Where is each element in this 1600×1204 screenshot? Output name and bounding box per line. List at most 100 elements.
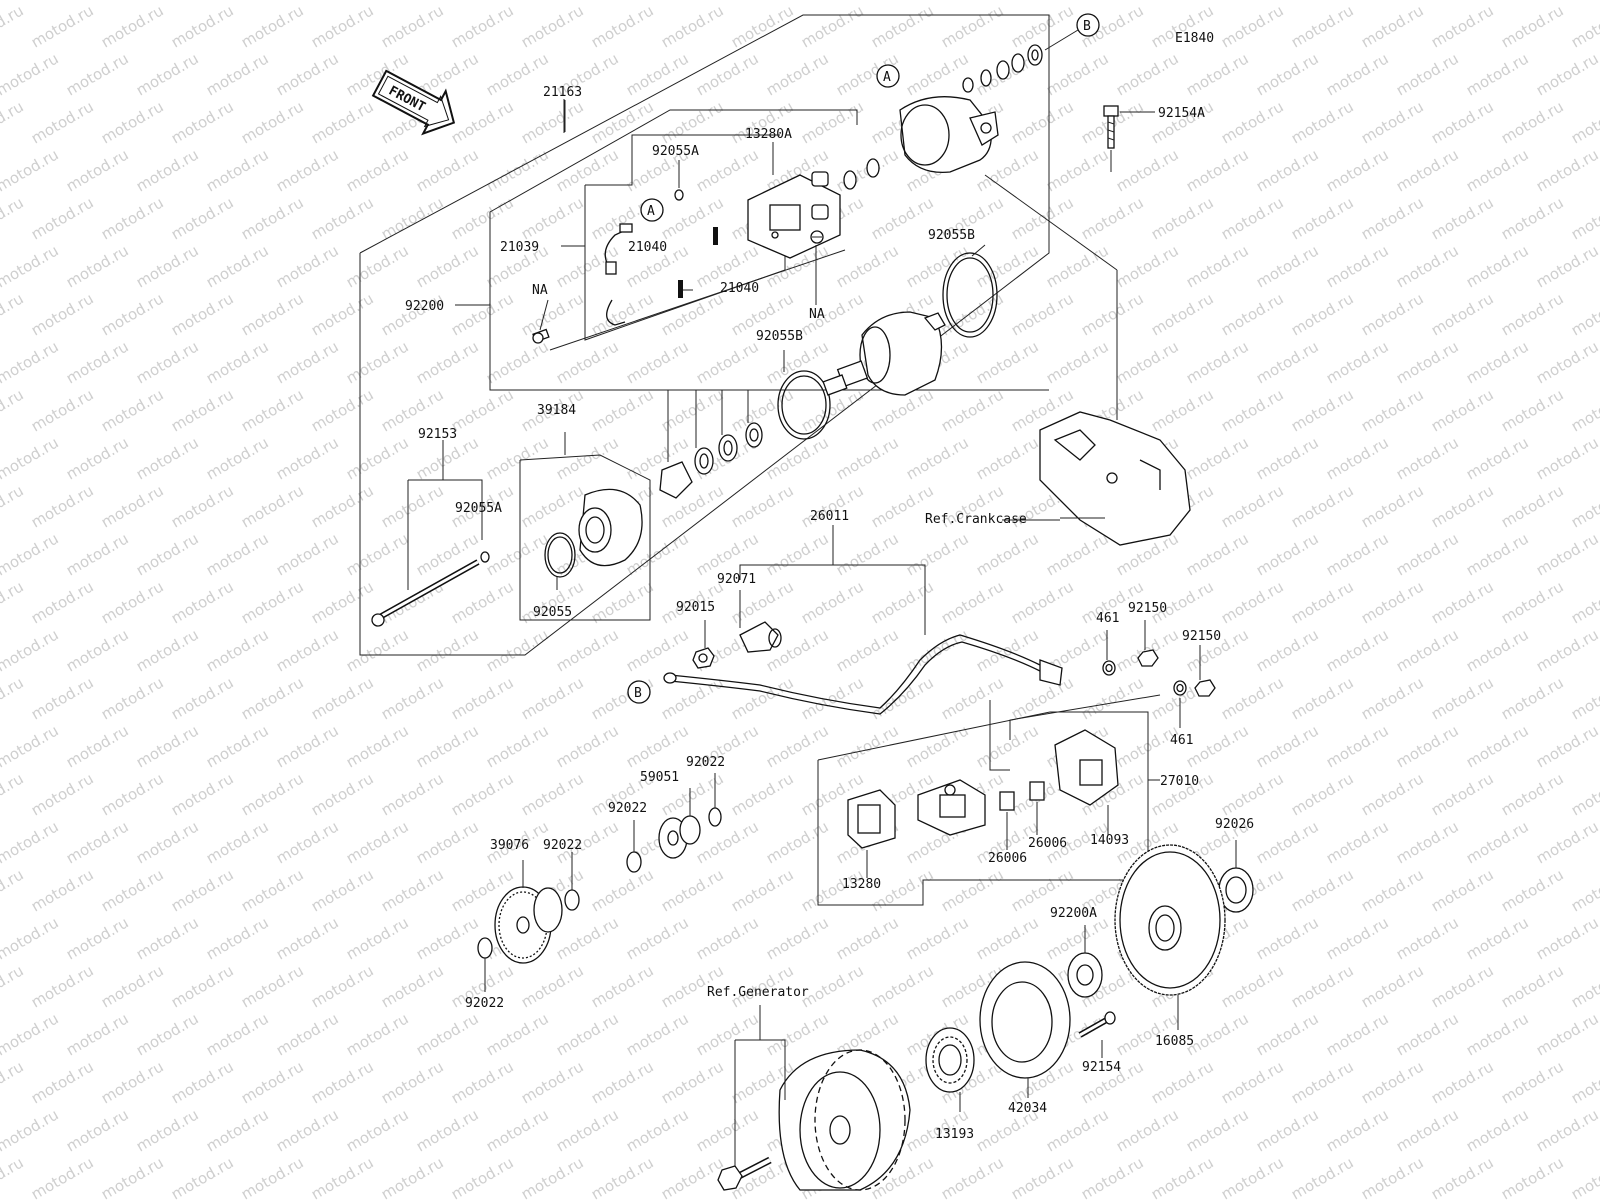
watermark-text: motod.ru bbox=[1568, 577, 1600, 627]
washer-461-b bbox=[1173, 680, 1187, 696]
watermark-text: motod.ru bbox=[133, 1009, 202, 1059]
label-21163: 21163 bbox=[543, 85, 582, 100]
watermark-text: motod.ru bbox=[1428, 1153, 1497, 1200]
watermark-text: motod.ru bbox=[1288, 1, 1357, 51]
watermark-text: motod.ru bbox=[1498, 481, 1567, 531]
watermark-text: motod.ru bbox=[343, 625, 412, 675]
washer-92022-c bbox=[564, 889, 580, 911]
label-92153: 92153 bbox=[418, 427, 457, 442]
watermark-text: motod.ru bbox=[98, 1153, 167, 1200]
watermark-text: motod.ru bbox=[1393, 49, 1462, 99]
watermark-text: motod.ru bbox=[1463, 49, 1532, 99]
watermark-text: motod.ru bbox=[238, 673, 307, 723]
washer-b bbox=[866, 158, 880, 178]
watermark-text: motod.ru bbox=[273, 145, 342, 195]
watermark-text: motod.ru bbox=[623, 913, 692, 963]
watermark-text: motod.ru bbox=[1008, 193, 1077, 243]
watermark-text: motod.ru bbox=[518, 1, 587, 51]
watermark-text: motod.ru bbox=[1323, 817, 1392, 867]
watermark-text: motod.ru bbox=[343, 529, 412, 579]
cover-14093 bbox=[1054, 729, 1119, 835]
watermark-text: motod.ru bbox=[98, 193, 167, 243]
watermark-text: motod.ru bbox=[98, 961, 167, 1011]
watermark-text: motod.ru bbox=[98, 577, 167, 627]
watermark-text: motod.ru bbox=[693, 145, 762, 195]
watermark-text: motod.ru bbox=[938, 385, 1007, 435]
watermark-text: motod.ru bbox=[833, 721, 902, 771]
watermark-text: motod.ru bbox=[938, 1, 1007, 51]
watermark-text: motod.ru bbox=[343, 1105, 412, 1155]
watermark-text: motod.ru bbox=[0, 577, 27, 627]
watermark-text: motod.ru bbox=[98, 289, 167, 339]
watermark-text: motod.ru bbox=[1253, 721, 1322, 771]
watermark-text: motod.ru bbox=[1043, 49, 1112, 99]
label-16085: 16085 bbox=[1155, 1034, 1194, 1049]
watermark-text: motod.ru bbox=[1533, 433, 1600, 483]
watermark-text: motod.ru bbox=[763, 913, 832, 963]
watermark-text: motod.ru bbox=[763, 49, 832, 99]
label-92022-c: 92022 bbox=[543, 838, 582, 853]
watermark-text: motod.ru bbox=[1428, 769, 1497, 819]
watermark-text: motod.ru bbox=[1288, 673, 1357, 723]
watermark-text: motod.ru bbox=[0, 97, 27, 147]
watermark-text: motod.ru bbox=[553, 625, 622, 675]
watermark-text: motod.ru bbox=[658, 865, 727, 915]
idle-gear-59051 bbox=[658, 788, 701, 859]
watermark-text: motod.ru bbox=[1463, 0, 1532, 3]
watermark-text: motod.ru bbox=[1358, 865, 1427, 915]
watermark-text: motod.ru bbox=[0, 529, 62, 579]
watermark-text: motod.ru bbox=[0, 961, 27, 1011]
oring-92055B-right bbox=[942, 252, 998, 338]
watermark-text: motod.ru bbox=[1463, 721, 1532, 771]
watermark-text: motod.ru bbox=[1218, 1153, 1287, 1200]
watermark-text: motod.ru bbox=[588, 1057, 657, 1107]
watermark-text: motod.ru bbox=[973, 913, 1042, 963]
watermark-text: motod.ru bbox=[1253, 817, 1322, 867]
watermark-text: motod.ru bbox=[1358, 97, 1427, 147]
watermark-text: motod.ru bbox=[343, 433, 412, 483]
watermark-text: motod.ru bbox=[833, 913, 902, 963]
watermark-text: motod.ru bbox=[28, 673, 97, 723]
watermark-text: motod.ru bbox=[378, 481, 447, 531]
watermark-text: motod.ru bbox=[1078, 193, 1147, 243]
watermark-text: motod.ru bbox=[1358, 1057, 1427, 1107]
brush-spring-a bbox=[713, 227, 718, 245]
watermark-text: motod.ru bbox=[308, 1, 377, 51]
watermark-text: motod.ru bbox=[133, 145, 202, 195]
label-NA-left: NA bbox=[532, 283, 548, 298]
watermark-text: motod.ru bbox=[763, 529, 832, 579]
watermark-text: motod.ru bbox=[0, 865, 27, 915]
watermark-text: motod.ru bbox=[763, 1009, 832, 1059]
watermark-text: motod.ru bbox=[273, 1009, 342, 1059]
watermark-text: motod.ru bbox=[1288, 97, 1357, 147]
watermark-text: motod.ru bbox=[0, 1009, 62, 1059]
watermark-text: motod.ru bbox=[1498, 673, 1567, 723]
watermark-text: motod.ru bbox=[168, 769, 237, 819]
oring-92055B-left bbox=[777, 370, 831, 440]
watermark-text: motod.ru bbox=[903, 625, 972, 675]
label-92150-a: 92150 bbox=[1128, 601, 1167, 616]
watermark-text: motod.ru bbox=[588, 1153, 657, 1200]
watermark-text: motod.ru bbox=[553, 433, 622, 483]
washer-92022-a bbox=[708, 807, 722, 827]
watermark-text: motod.ru bbox=[1288, 289, 1357, 339]
watermark-text: motod.ru bbox=[658, 1057, 727, 1107]
watermark-text: motod.ru bbox=[1148, 1153, 1217, 1200]
label-461-b: 461 bbox=[1170, 733, 1193, 748]
watermark-text: motod.ru bbox=[868, 673, 937, 723]
watermark-text: motod.ru bbox=[203, 241, 272, 291]
watermark-text: motod.ru bbox=[28, 961, 97, 1011]
relay-13280 bbox=[847, 789, 896, 878]
label-13280: 13280 bbox=[842, 877, 881, 892]
watermark-text: motod.ru bbox=[1358, 769, 1427, 819]
watermark-text: motod.ru bbox=[868, 961, 937, 1011]
watermark-text: motod.ru bbox=[413, 625, 482, 675]
watermark-text: motod.ru bbox=[1253, 913, 1322, 963]
watermark-text: motod.ru bbox=[63, 145, 132, 195]
label-ref-crankcase: Ref.Crankcase bbox=[925, 512, 1027, 527]
watermark-text: motod.ru bbox=[273, 721, 342, 771]
watermark-text: motod.ru bbox=[798, 97, 867, 147]
watermark-text: motod.ru bbox=[973, 721, 1042, 771]
label-21040-a: 21040 bbox=[628, 240, 667, 255]
